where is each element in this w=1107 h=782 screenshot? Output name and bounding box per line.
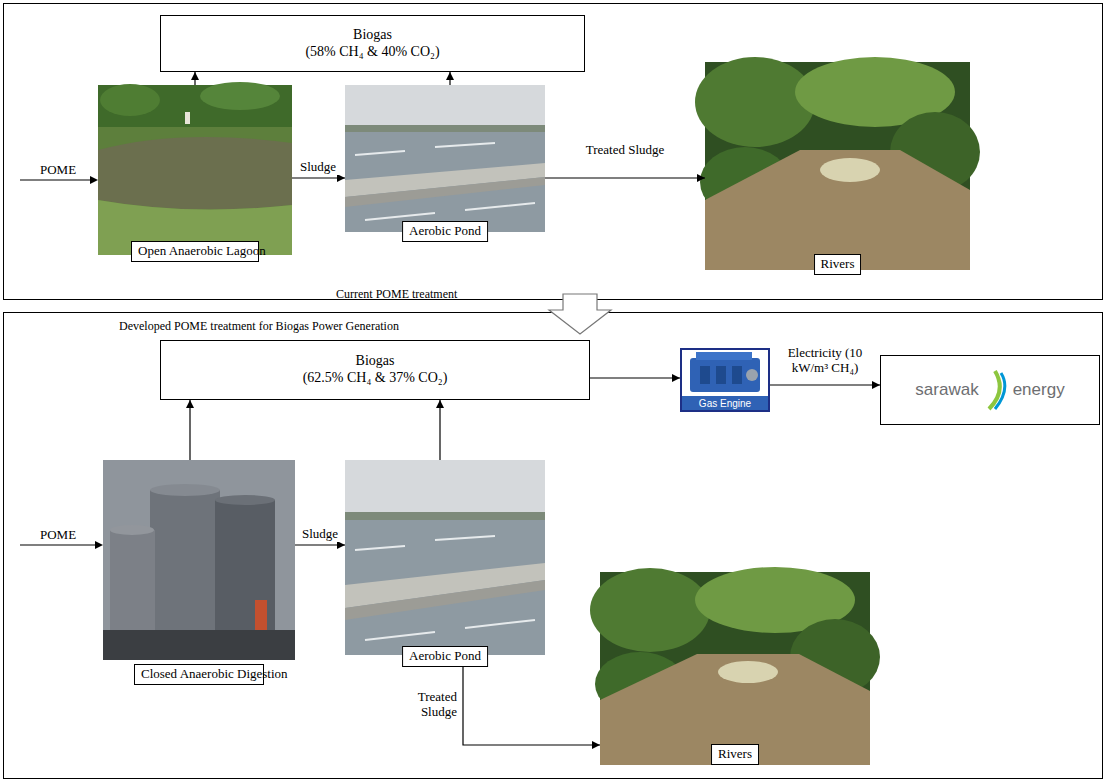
biogas-box: Biogas(58% CH₄ & 40% CO₂): [160, 15, 585, 72]
node-text: Biogas: [356, 353, 395, 370]
transition-arrow: [549, 294, 611, 334]
node-text: (58% CH₄ & 40% CO₂): [305, 44, 439, 61]
node-text: sarawak: [915, 380, 978, 400]
edge-label: Electricity (10 kW/m³ CH₄): [772, 346, 878, 376]
inlet-label: POME: [40, 527, 76, 543]
photo-label-box: Aerobic Pond: [345, 85, 545, 242]
biogas-box: Biogas(62.5% CH₄ & 37% CO₂): [160, 340, 590, 400]
photo-label: Aerobic Pond: [402, 646, 488, 667]
edge-label: Sludge: [293, 160, 343, 175]
photo-label-box: Aerobic Pond: [345, 460, 545, 667]
edge-label: Treated Sludge: [580, 143, 670, 158]
node-text: (62.5% CH₄ & 37% CO₂): [303, 370, 448, 387]
photo-label-box: Closed Anaerobic Digestion: [103, 460, 295, 685]
flow-arrow: [449, 72, 450, 85]
edge-label: Sludge: [295, 527, 345, 542]
aerobic-pond-photo: [345, 460, 545, 655]
river-photo: [695, 57, 980, 270]
photo-label: Rivers: [711, 744, 759, 765]
river-photo: [590, 567, 880, 765]
flow-arrow: [295, 544, 345, 545]
flow-arrow: [292, 177, 345, 178]
photo-label-box: Rivers: [600, 572, 870, 765]
logo-swoosh: [985, 369, 1007, 411]
digester-photo: [103, 460, 295, 660]
photo-label: Closed Anaerobic Digestion: [134, 664, 264, 685]
gas-engine-box: Gas Engine: [680, 348, 770, 412]
flow-arrow: [194, 72, 195, 85]
company-logo-box: sarawak energy: [880, 355, 1100, 425]
node-text: Gas Engine: [699, 398, 751, 409]
flow-arrow: [770, 384, 880, 385]
panel: Developed POME treatment for Biogas Powe…: [3, 312, 1103, 779]
gas-engine-picture: [682, 350, 768, 410]
photo-label: Aerobic Pond: [402, 221, 488, 242]
node-text: Biogas: [353, 27, 392, 44]
lagoon-photo: [98, 82, 292, 255]
inlet-label: POME: [40, 162, 76, 178]
flow-arrow: [545, 177, 705, 178]
photo-label: Rivers: [814, 254, 862, 275]
photo-label-box: Open Anaerobic Lagoon: [98, 85, 292, 262]
photo-label-box: Rivers: [705, 62, 970, 275]
flow-arrow: [463, 667, 600, 745]
node-text: energy: [1013, 380, 1065, 400]
flow-arrow: [590, 377, 680, 378]
panel-title: Current POME treatment: [336, 287, 457, 302]
panel: Current POME treatment Biogas(58% CH₄ & 4…: [3, 3, 1103, 300]
inlet-arrow: [20, 176, 103, 549]
photo-label: Open Anaerobic Lagoon: [131, 241, 259, 262]
flow-arrow: [439, 400, 440, 460]
edge-label: Treated Sludge: [395, 690, 457, 720]
flow-arrow: [189, 400, 190, 460]
aerobic-pond-photo: [345, 85, 545, 232]
panel-title: Developed POME treatment for Biogas Powe…: [119, 319, 399, 334]
